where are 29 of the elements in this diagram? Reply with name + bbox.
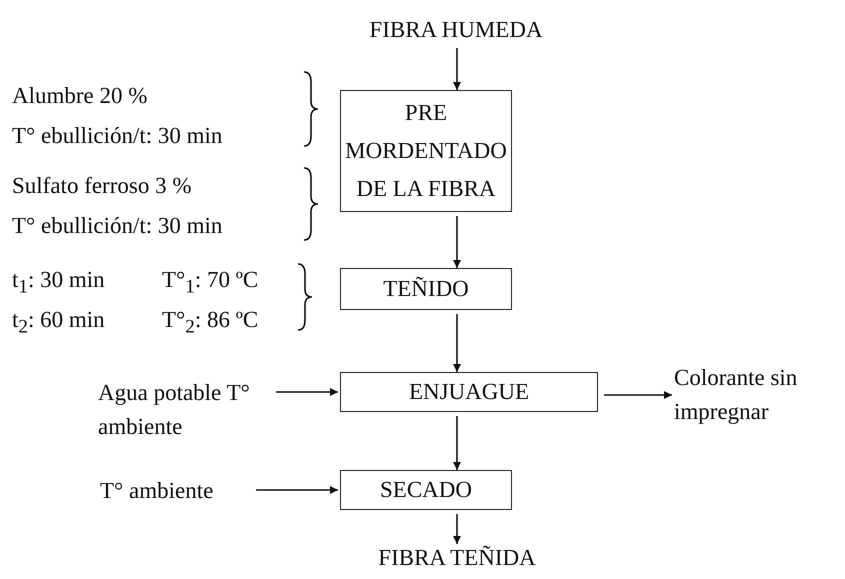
process-box [340,372,598,412]
arrow [453,314,461,372]
arrow [453,48,461,90]
arrow [453,514,461,544]
parameter-text: Alumbre 20 % [12,84,148,107]
process-box [340,268,512,310]
arrow [604,391,672,399]
parameter-text: T° ebullición/t: 30 min [12,214,222,237]
arrow [453,416,461,470]
arrow [276,388,338,396]
flow-text: FIBRA TEÑIDA [378,544,536,572]
flow-text: T° ambiente [100,477,214,505]
arrow [453,216,461,268]
parameter-text: Sulfato ferroso 3 % [12,174,192,197]
parameter-text: t$_{2}$: 60 min [12,308,105,337]
parameter-text: T° ebullición/t: 30 min [12,124,222,147]
step-label: SECADO [380,476,472,504]
step-label: ENJUAGUE [408,378,530,406]
process-box [340,90,512,212]
parameter-text: t$_{1}$: 30 min [12,268,105,297]
flow-text: FIBRA HUMEDA [369,16,543,44]
flow-text: Agua potable T° ambiente [98,379,251,441]
step-label: TEÑIDO [383,275,469,303]
parameter-text: T°$_{1}$: 70 ºC [162,268,258,297]
process-box [340,470,512,510]
parameter-text: T°$_{2}$: 86 ºC [162,308,258,337]
step-label: PRE MORDENTADO DE LA FIBRA [344,99,508,203]
arrow [256,486,338,494]
flow-text: Colorante sin impregnar [674,364,798,426]
